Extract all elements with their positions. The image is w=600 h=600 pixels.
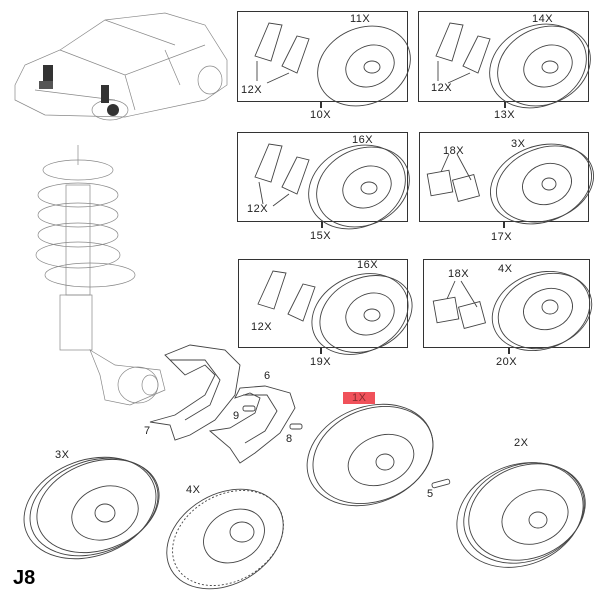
kit-label-10x[interactable]: 10X	[310, 109, 332, 121]
pads-label-17x: 18X	[443, 145, 465, 157]
part-label-1x-highlighted[interactable]: 1X	[343, 392, 376, 404]
kit-13x-drawing	[435, 22, 591, 109]
front-strut-icon-left	[39, 65, 53, 89]
part-label-9[interactable]: 9	[233, 410, 240, 422]
kit-15x-drawing	[254, 143, 410, 230]
front-strut-icon-right	[101, 85, 119, 116]
kit-17x-drawing	[426, 143, 595, 225]
kit-label-17x[interactable]: 17X	[491, 231, 513, 243]
part-label-4x[interactable]: 4X	[186, 484, 201, 496]
pads-label-13x: 12X	[431, 82, 453, 94]
kit-label-19x[interactable]: 19X	[310, 356, 332, 368]
kit-box-19x[interactable]	[238, 259, 408, 348]
screw-5-icon	[431, 478, 451, 489]
dust-shield-left-illustration[interactable]	[145, 340, 255, 445]
part-label-6[interactable]: 6	[264, 370, 271, 382]
kit-label-15x[interactable]: 15X	[310, 230, 332, 242]
kit-tick-20x	[508, 348, 510, 354]
disc-label-17x: 3X	[511, 138, 526, 150]
part-label-5[interactable]: 5	[427, 488, 434, 500]
disc-label-13x: 14X	[532, 13, 554, 25]
part-label-3x[interactable]: 3X	[55, 449, 70, 461]
pads-label-10x: 12X	[241, 84, 263, 96]
disc-1x-illustration[interactable]	[303, 400, 443, 512]
kit-tick-13x	[504, 102, 506, 108]
disc-label-20x: 4X	[498, 263, 513, 275]
part-label-8[interactable]: 8	[286, 433, 293, 445]
dust-shield-right-illustration[interactable]	[205, 383, 300, 468]
part-label-2x[interactable]: 2X	[514, 437, 529, 449]
bolt-9-icon	[242, 405, 256, 412]
kit-19x-drawing	[257, 270, 413, 355]
disc-2x-illustration[interactable]	[450, 450, 590, 570]
strut-assembly-illustration	[35, 145, 166, 406]
page-code: J8	[13, 567, 36, 589]
kit-10x-drawing	[254, 22, 411, 107]
disc-label-15x: 16X	[352, 134, 374, 146]
part-label-7[interactable]: 7	[144, 425, 151, 437]
kit-label-13x[interactable]: 13X	[494, 109, 516, 121]
pads-label-19x: 12X	[251, 321, 273, 333]
kit-tick-17x	[503, 222, 505, 228]
kit-label-20x[interactable]: 20X	[496, 356, 518, 368]
kit-20x-drawing	[432, 270, 593, 352]
disc-label-19x: 16X	[357, 259, 379, 271]
pads-label-15x: 12X	[247, 203, 269, 215]
kit-box-17x[interactable]	[419, 132, 589, 222]
car-overview-illustration	[14, 12, 228, 121]
disc-4x-illustration[interactable]	[162, 484, 292, 590]
kit-tick-19x	[320, 348, 322, 354]
kit-tick-15x	[321, 222, 323, 228]
disc-3x-illustration[interactable]	[20, 453, 160, 563]
kit-tick-10x	[320, 102, 322, 108]
disc-label-10x: 11X	[350, 13, 371, 25]
bolt-8-icon	[289, 423, 303, 430]
pads-label-20x: 18X	[448, 268, 470, 280]
